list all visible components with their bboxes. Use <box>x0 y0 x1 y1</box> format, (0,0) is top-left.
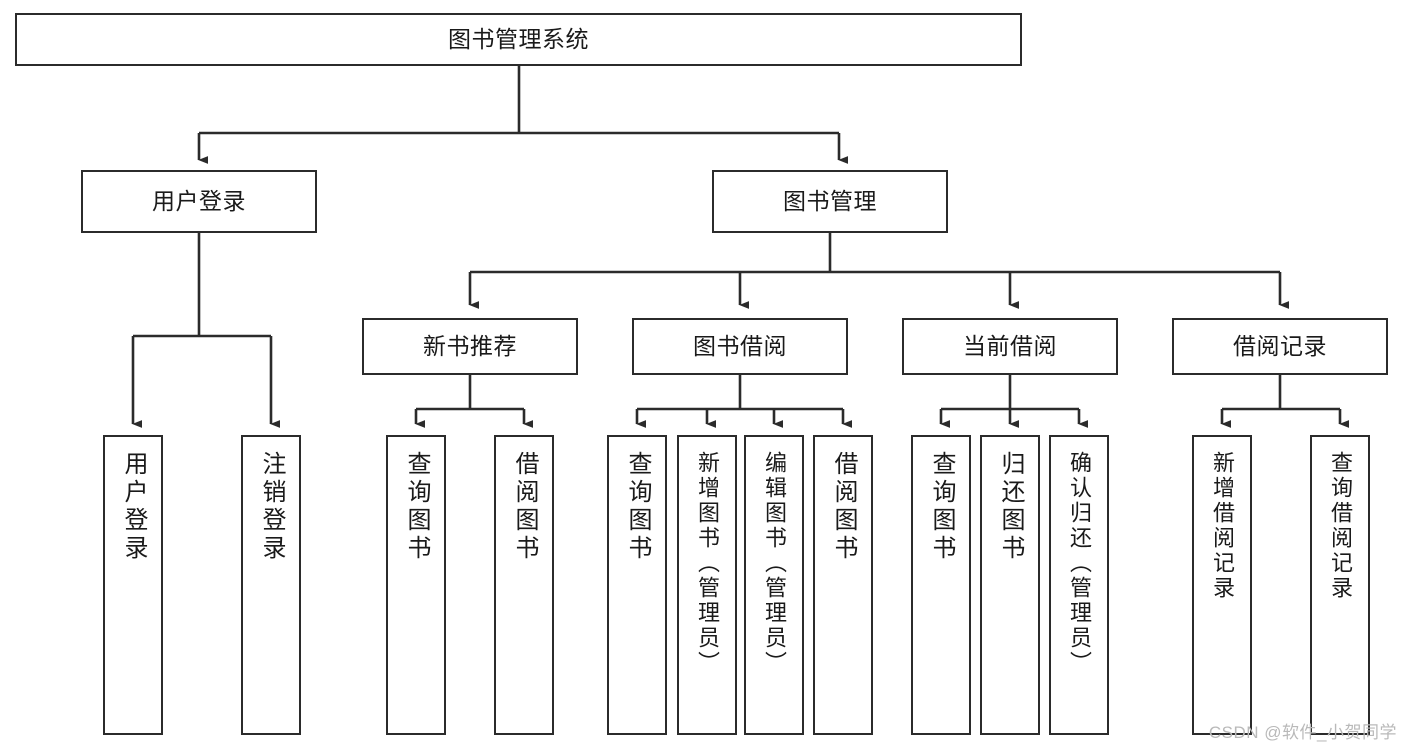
node-leaf-return-book[interactable]: 归还图书 <box>980 435 1040 735</box>
node-leaf-return-book-label: 归还图书 <box>997 451 1024 563</box>
node-leaf-logout[interactable]: 注销登录 <box>241 435 301 735</box>
node-book-borrow-label: 图书借阅 <box>693 332 787 359</box>
node-leaf-user-login[interactable]: 用户登录 <box>103 435 163 735</box>
node-leaf-edit-book-label: 编辑图书（管理员） <box>762 451 787 676</box>
node-leaf-query-book-2[interactable]: 查询图书 <box>607 435 667 735</box>
node-root-label: 图书管理系统 <box>448 25 589 52</box>
node-leaf-borrow-book-1[interactable]: 借阅图书 <box>494 435 554 735</box>
node-leaf-add-book-label: 新增图书（管理员） <box>695 451 720 676</box>
node-leaf-confirm-return[interactable]: 确认归还（管理员） <box>1049 435 1109 735</box>
node-book-manage[interactable]: 图书管理 <box>712 170 948 233</box>
node-leaf-confirm-return-label: 确认归还（管理员） <box>1067 451 1092 676</box>
node-current-borrow[interactable]: 当前借阅 <box>902 318 1118 375</box>
node-leaf-add-book[interactable]: 新增图书（管理员） <box>677 435 737 735</box>
node-leaf-borrow-book-2[interactable]: 借阅图书 <box>813 435 873 735</box>
node-borrow-record-label: 借阅记录 <box>1233 332 1327 359</box>
node-borrow-record[interactable]: 借阅记录 <box>1172 318 1388 375</box>
node-leaf-query-book-3-label: 查询图书 <box>928 451 955 563</box>
node-book-manage-label: 图书管理 <box>783 187 877 214</box>
node-leaf-query-book-3[interactable]: 查询图书 <box>911 435 971 735</box>
node-leaf-borrow-book-1-label: 借阅图书 <box>511 451 538 563</box>
node-leaf-query-record-label: 查询借阅记录 <box>1328 451 1353 601</box>
node-leaf-user-login-label: 用户登录 <box>120 451 147 563</box>
node-user-login-label: 用户登录 <box>152 187 246 214</box>
node-current-borrow-label: 当前借阅 <box>963 332 1057 359</box>
node-leaf-add-record-label: 新增借阅记录 <box>1210 451 1235 601</box>
node-leaf-query-record[interactable]: 查询借阅记录 <box>1310 435 1370 735</box>
node-leaf-logout-label: 注销登录 <box>258 451 285 563</box>
node-new-book-recommend-label: 新书推荐 <box>423 332 517 359</box>
node-leaf-edit-book[interactable]: 编辑图书（管理员） <box>744 435 804 735</box>
node-book-borrow[interactable]: 图书借阅 <box>632 318 848 375</box>
node-leaf-query-book-1-label: 查询图书 <box>403 451 430 563</box>
node-root[interactable]: 图书管理系统 <box>15 13 1022 66</box>
node-new-book-recommend[interactable]: 新书推荐 <box>362 318 578 375</box>
node-leaf-add-record[interactable]: 新增借阅记录 <box>1192 435 1252 735</box>
node-leaf-query-book-1[interactable]: 查询图书 <box>386 435 446 735</box>
node-leaf-query-book-2-label: 查询图书 <box>624 451 651 563</box>
node-leaf-borrow-book-2-label: 借阅图书 <box>830 451 857 563</box>
watermark: CSDN @软件_小贺同学 <box>1208 723 1397 742</box>
node-user-login[interactable]: 用户登录 <box>81 170 317 233</box>
